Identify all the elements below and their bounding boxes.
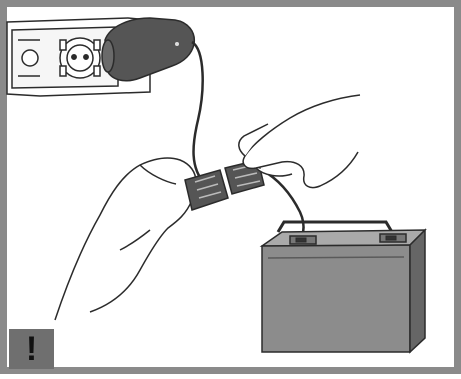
car-battery-icon — [262, 222, 425, 352]
warning-symbol: ! — [9, 331, 54, 367]
warning-icon: ! — [9, 329, 54, 369]
